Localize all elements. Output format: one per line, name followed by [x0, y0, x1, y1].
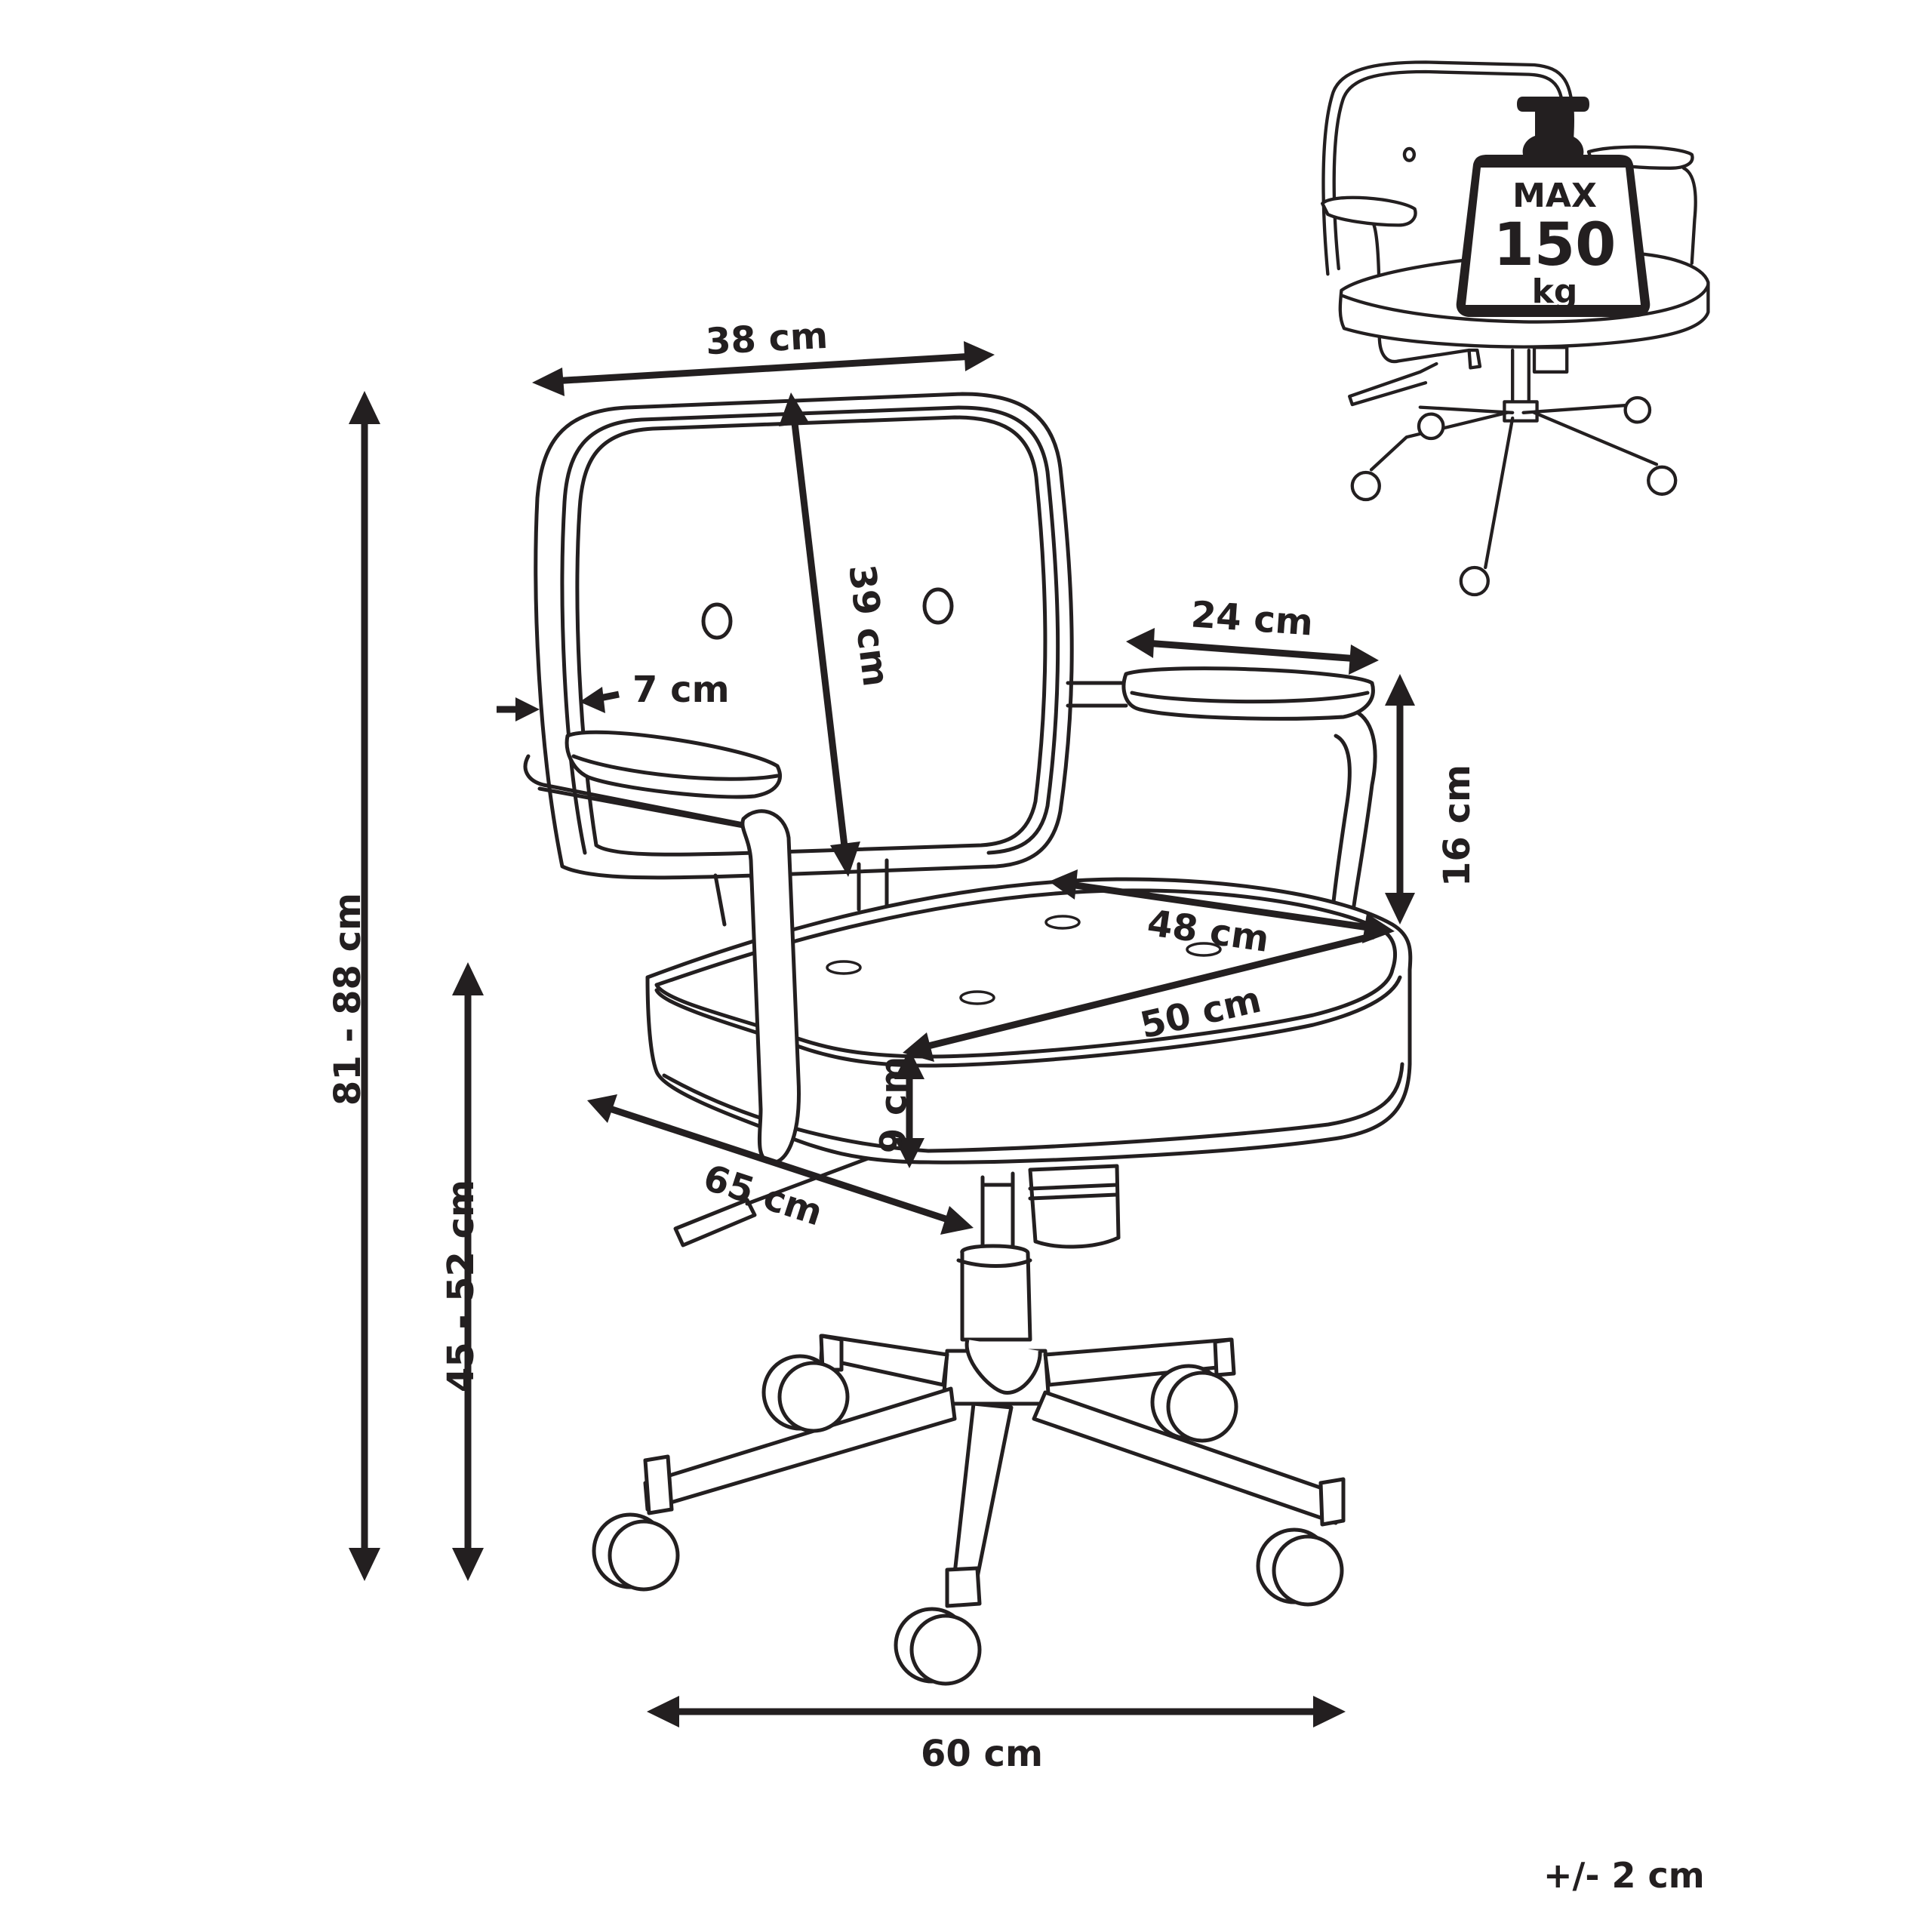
tilt-lever [673, 1198, 757, 1247]
backrest-button [701, 602, 733, 640]
caster-wheel [1258, 1530, 1342, 1604]
right-armrest-pad [1121, 666, 1375, 721]
armrest-height-label: 16 cm [1435, 764, 1478, 887]
thumbnail-chair [1321, 60, 1710, 597]
base-width-label: 60 cm [921, 1733, 1043, 1775]
armrest-length-label: 24 cm [1189, 593, 1315, 645]
seat-height-label: 45 - 52 cm [440, 1179, 483, 1393]
caster-wheel [1152, 1366, 1236, 1441]
seat-thickness-label: 9 cm [872, 1056, 915, 1154]
five-star-base [643, 1334, 1346, 1608]
dimension-lines [349, 341, 1415, 1727]
max-weight-line1: MAX [1512, 177, 1597, 215]
frame-depth-label: 7 cm [632, 669, 730, 711]
backrest-button [922, 587, 954, 625]
right-armrest-frame [1330, 707, 1377, 919]
mechanism [1028, 1164, 1121, 1249]
caster-wheel [896, 1609, 980, 1684]
max-weight-unit: kg [1531, 272, 1578, 311]
tolerance-note: +/- 2 cm [1543, 1855, 1705, 1896]
backrest-cushion [575, 415, 1048, 857]
caster-wheel [594, 1515, 678, 1589]
max-weight-value: 150 [1493, 211, 1617, 279]
gas-cylinder [980, 1171, 1015, 1251]
backrest-width-label: 38 cm [704, 314, 829, 364]
backrest-frame [534, 392, 1074, 880]
total-height-label: 81 - 88 cm [327, 892, 370, 1106]
